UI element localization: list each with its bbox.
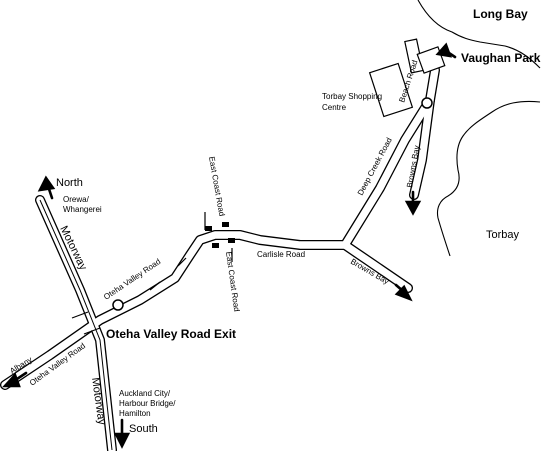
- arrow-icon: [37, 175, 56, 200]
- place-auckland-1: Auckland City/: [119, 389, 171, 398]
- place-torbay: Torbay: [486, 229, 520, 241]
- place-auckland-3: Hamilton: [119, 409, 151, 418]
- place-long-bay: Long Bay: [473, 7, 528, 21]
- arrow-icon: [435, 42, 457, 59]
- place-orewa-1: Orewa/: [63, 195, 90, 204]
- road-carlisle: Carlisle Road: [257, 250, 305, 259]
- traffic-light-icon: [212, 243, 219, 248]
- arrow-icon: [404, 190, 422, 216]
- place-orewa-2: Whangerei: [63, 205, 102, 214]
- place-torbay-shopping-1: Torbay Shopping: [322, 92, 382, 101]
- arrow-icon: [113, 418, 131, 449]
- place-auckland-2: Harbour Bridge/: [119, 399, 176, 408]
- coastline: [417, 0, 541, 257]
- building-icon: [368, 38, 446, 118]
- arrow-icon: [394, 283, 413, 302]
- motorway-median: [39, 199, 113, 451]
- traffic-light-icon: [205, 226, 212, 231]
- road-east-coast-south: East Coast Road: [224, 251, 241, 312]
- arrow-icon: [2, 371, 28, 388]
- place-torbay-shopping-2: Centre: [322, 103, 347, 112]
- interchange-ticks: [71, 257, 187, 335]
- road-east-coast-north: East Coast Road: [207, 156, 226, 217]
- east-coast-road-junction: [204, 212, 235, 262]
- roundabout-icon: [421, 97, 433, 109]
- direction-north: North: [56, 177, 83, 189]
- direction-south: South: [129, 423, 158, 435]
- exit-label: Oteha Valley Road Exit: [106, 327, 236, 341]
- place-vaughan-park: Vaughan Park: [461, 51, 541, 65]
- roads-fill: [1, 66, 439, 451]
- roundabout-icon: [112, 299, 124, 311]
- traffic-light-icon: [222, 222, 229, 227]
- traffic-light-icon: [228, 238, 235, 243]
